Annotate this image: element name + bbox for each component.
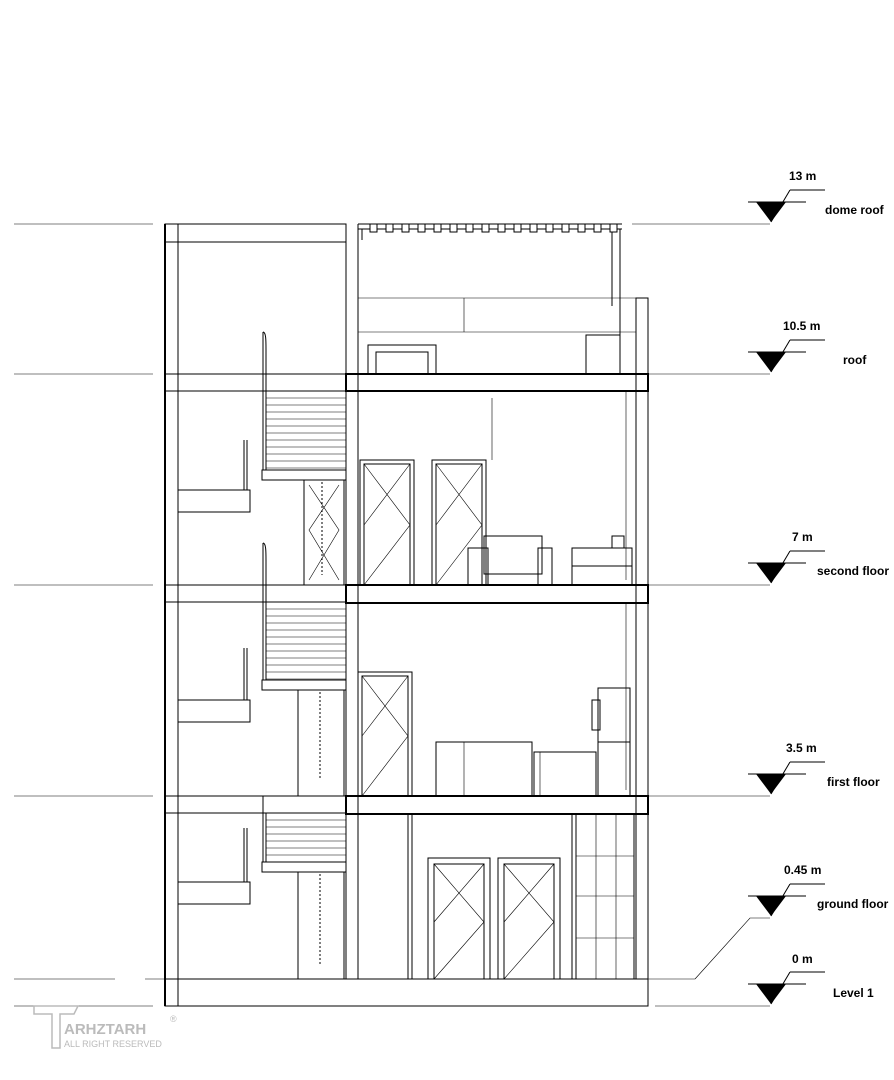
first-floor-interior	[357, 603, 631, 797]
pergola-beam	[609, 223, 618, 233]
pergola-beam	[417, 223, 426, 233]
stair-tower-roof	[164, 223, 347, 243]
level-marker-dome-roof: 13 m dome roof	[748, 169, 885, 223]
rooftop-sofa	[367, 344, 437, 375]
level-name: ground floor	[817, 897, 889, 911]
pergola-beam	[545, 223, 554, 233]
pergola-beam	[497, 223, 506, 233]
stair-flight-upper	[177, 331, 347, 586]
second-floor-slab	[345, 584, 649, 604]
lattice-screen	[411, 813, 573, 980]
armchair	[467, 535, 553, 586]
first-floor-slab	[345, 795, 649, 815]
level-name: roof	[843, 353, 867, 367]
stair-landing	[177, 699, 251, 723]
watermark-brand: ARHZTARH	[64, 1021, 146, 1038]
level-marker-level-1: 0 m Level 1	[748, 952, 874, 1005]
brick-wall	[357, 813, 409, 980]
watermark-logo: ARHZTARH ® ALL RIGHT RESERVED	[33, 1005, 177, 1049]
logo-mark-icon	[33, 1005, 80, 1049]
level-elevation: 10.5 m	[783, 319, 820, 333]
level-marker-first-floor: 3.5 m first floor	[748, 741, 880, 795]
kitchen-cabinet	[435, 741, 533, 797]
pergola-beam	[529, 223, 538, 233]
watermark-registered-mark: ®	[170, 1014, 177, 1024]
glass-curtain-wall	[575, 813, 635, 980]
stair-rail-panel	[303, 479, 345, 586]
foundation-slab	[164, 978, 649, 1007]
level-marker-ground-floor: 0.45 m ground floor	[748, 863, 889, 917]
level-elevation: 13 m	[789, 169, 816, 183]
refrigerator	[597, 687, 631, 743]
level-elevation: 0.45 m	[784, 863, 821, 877]
sofa	[571, 535, 633, 586]
counter	[533, 751, 597, 797]
stair-landing-slab	[164, 795, 347, 814]
stair-landing-slab	[164, 584, 347, 603]
pergola-beam	[481, 223, 490, 233]
roof-pergola	[358, 223, 636, 375]
door	[357, 671, 413, 797]
rooftop-chair	[585, 334, 621, 375]
level-elevation: 7 m	[792, 530, 813, 544]
level-elevation: 3.5 m	[786, 741, 817, 755]
stair-flight-lower	[177, 796, 347, 980]
pergola-beam	[561, 223, 570, 233]
entrance-door	[497, 857, 561, 980]
stair-rail-panel	[297, 689, 345, 797]
stair-landing	[177, 489, 251, 513]
level-name: first floor	[827, 775, 880, 789]
second-floor-interior	[359, 391, 633, 586]
entrance-door	[427, 857, 491, 980]
pergola-beam	[369, 223, 378, 233]
door	[359, 459, 415, 586]
ground-floor-facade	[357, 813, 635, 980]
pergola-beam	[449, 223, 458, 233]
stair-landing-slab	[164, 373, 347, 392]
pergola-beam	[465, 223, 474, 233]
pergola-beam	[401, 223, 410, 233]
pergola-beam	[433, 223, 442, 233]
level-name: second floor	[817, 564, 889, 578]
door	[431, 459, 487, 586]
level-name: dome roof	[825, 203, 885, 217]
level-marker-roof: 10.5 m roof	[748, 319, 867, 373]
roof-slab	[345, 373, 649, 392]
level-name: Level 1	[833, 986, 874, 1000]
pergola-beam	[513, 223, 522, 233]
pergola-beam	[385, 223, 394, 233]
level-elevation: 0 m	[792, 952, 813, 966]
stair-landing	[177, 881, 251, 905]
pergola-beam	[593, 223, 602, 233]
level-marker-second-floor: 7 m second floor	[748, 530, 889, 584]
watermark-tagline: ALL RIGHT RESERVED	[64, 1039, 162, 1049]
level-reference-lines	[14, 223, 770, 1007]
pergola-beam	[577, 223, 586, 233]
stair-rail-panel	[297, 871, 345, 980]
stair-flight-middle	[177, 542, 347, 797]
